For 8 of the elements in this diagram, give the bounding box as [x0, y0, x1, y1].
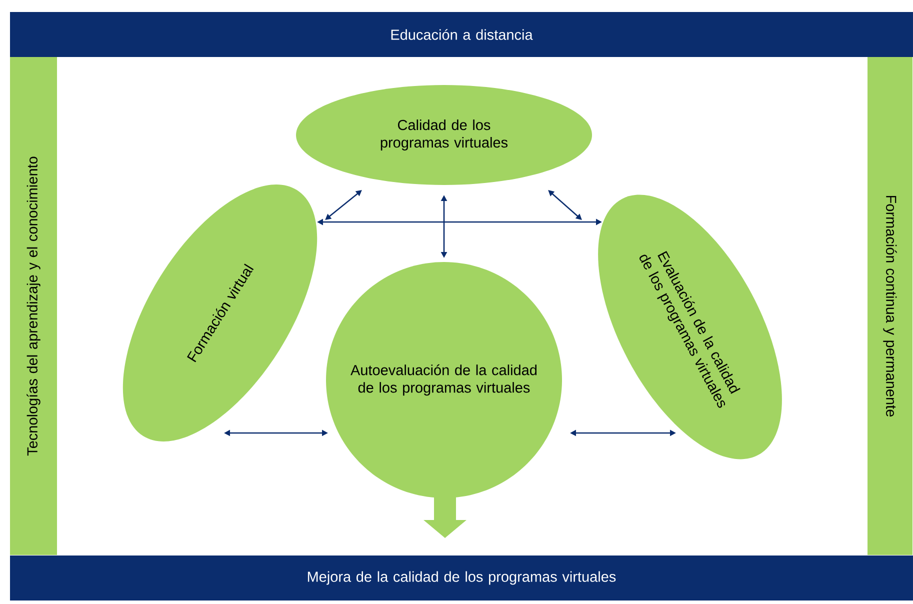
double-arrow — [548, 190, 582, 220]
ellipse-node: Calidad de los programas virtuales — [296, 85, 592, 185]
double-arrow — [325, 190, 362, 220]
side-band: Tecnologías del aprendizaje y el conocimiento — [10, 57, 57, 555]
title-band: Mejora de la calidad de los programas virtuales — [10, 556, 913, 600]
side-band: Formación continua y permanente — [868, 57, 912, 555]
circle-node: Autoevaluación de la calidad de los programas virtuales — [326, 262, 562, 498]
title-band: Educación a distancia — [10, 12, 913, 57]
